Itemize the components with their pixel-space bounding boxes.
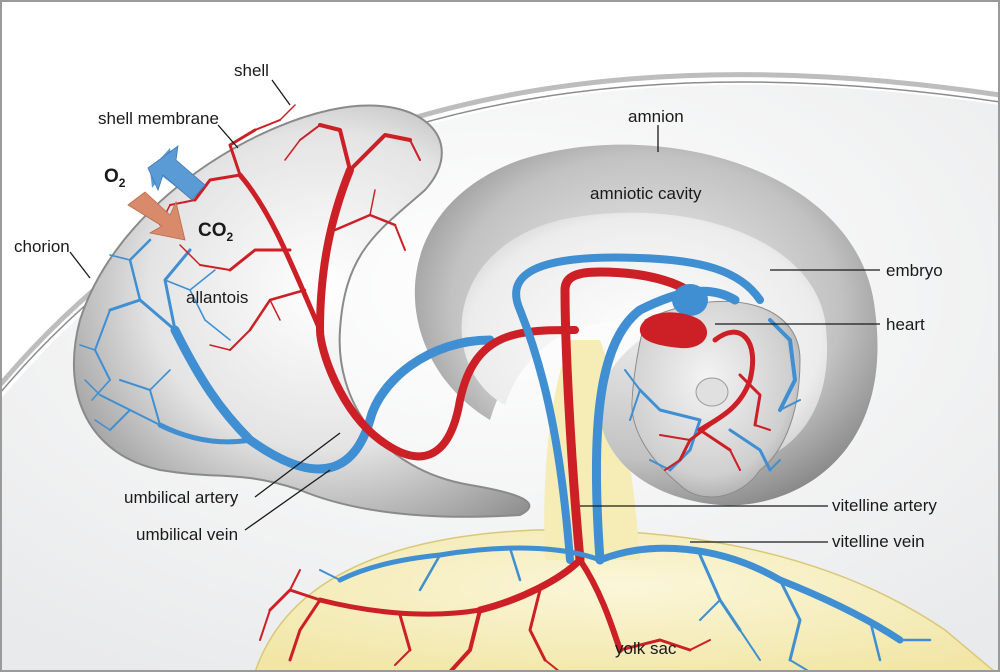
leader-lines — [69, 79, 880, 543]
co2-arrow — [127, 191, 186, 241]
embryo-arteries — [560, 267, 771, 565]
amnion-label: amnion — [628, 107, 684, 126]
vitelline-artery-label: vitelline artery — [832, 496, 937, 515]
shell-membrane-label: shell membrane — [98, 109, 219, 128]
umbilical-artery-label: umbilical artery — [124, 488, 239, 507]
vitelline-vein-vessels — [319, 544, 932, 672]
chorion-label: chorion — [14, 237, 70, 256]
heart-shape — [639, 284, 708, 349]
allantois-label: allantois — [186, 288, 248, 307]
o2-arrow — [147, 145, 206, 201]
allantois — [72, 104, 531, 518]
vitelline-vein-label: vitelline vein — [832, 532, 925, 551]
co2-label: CO2 — [198, 220, 234, 244]
heart-label: heart — [886, 315, 925, 334]
yolk-sac-label: yolk sac — [615, 639, 677, 658]
umbilical-vein-label: umbilical vein — [136, 525, 238, 544]
amniotic-cavity-label: amniotic cavity — [590, 184, 702, 203]
vitelline-artery-vessels — [259, 556, 711, 672]
umbilical-vein-vessels — [79, 238, 495, 474]
o2-label: O2 — [104, 166, 126, 190]
umbilical-artery-vessels — [159, 104, 579, 461]
embryo-eye — [695, 377, 729, 407]
embryo-label: embryo — [886, 261, 943, 280]
shell-label: shell — [234, 61, 269, 80]
embryo-veins — [512, 253, 801, 565]
